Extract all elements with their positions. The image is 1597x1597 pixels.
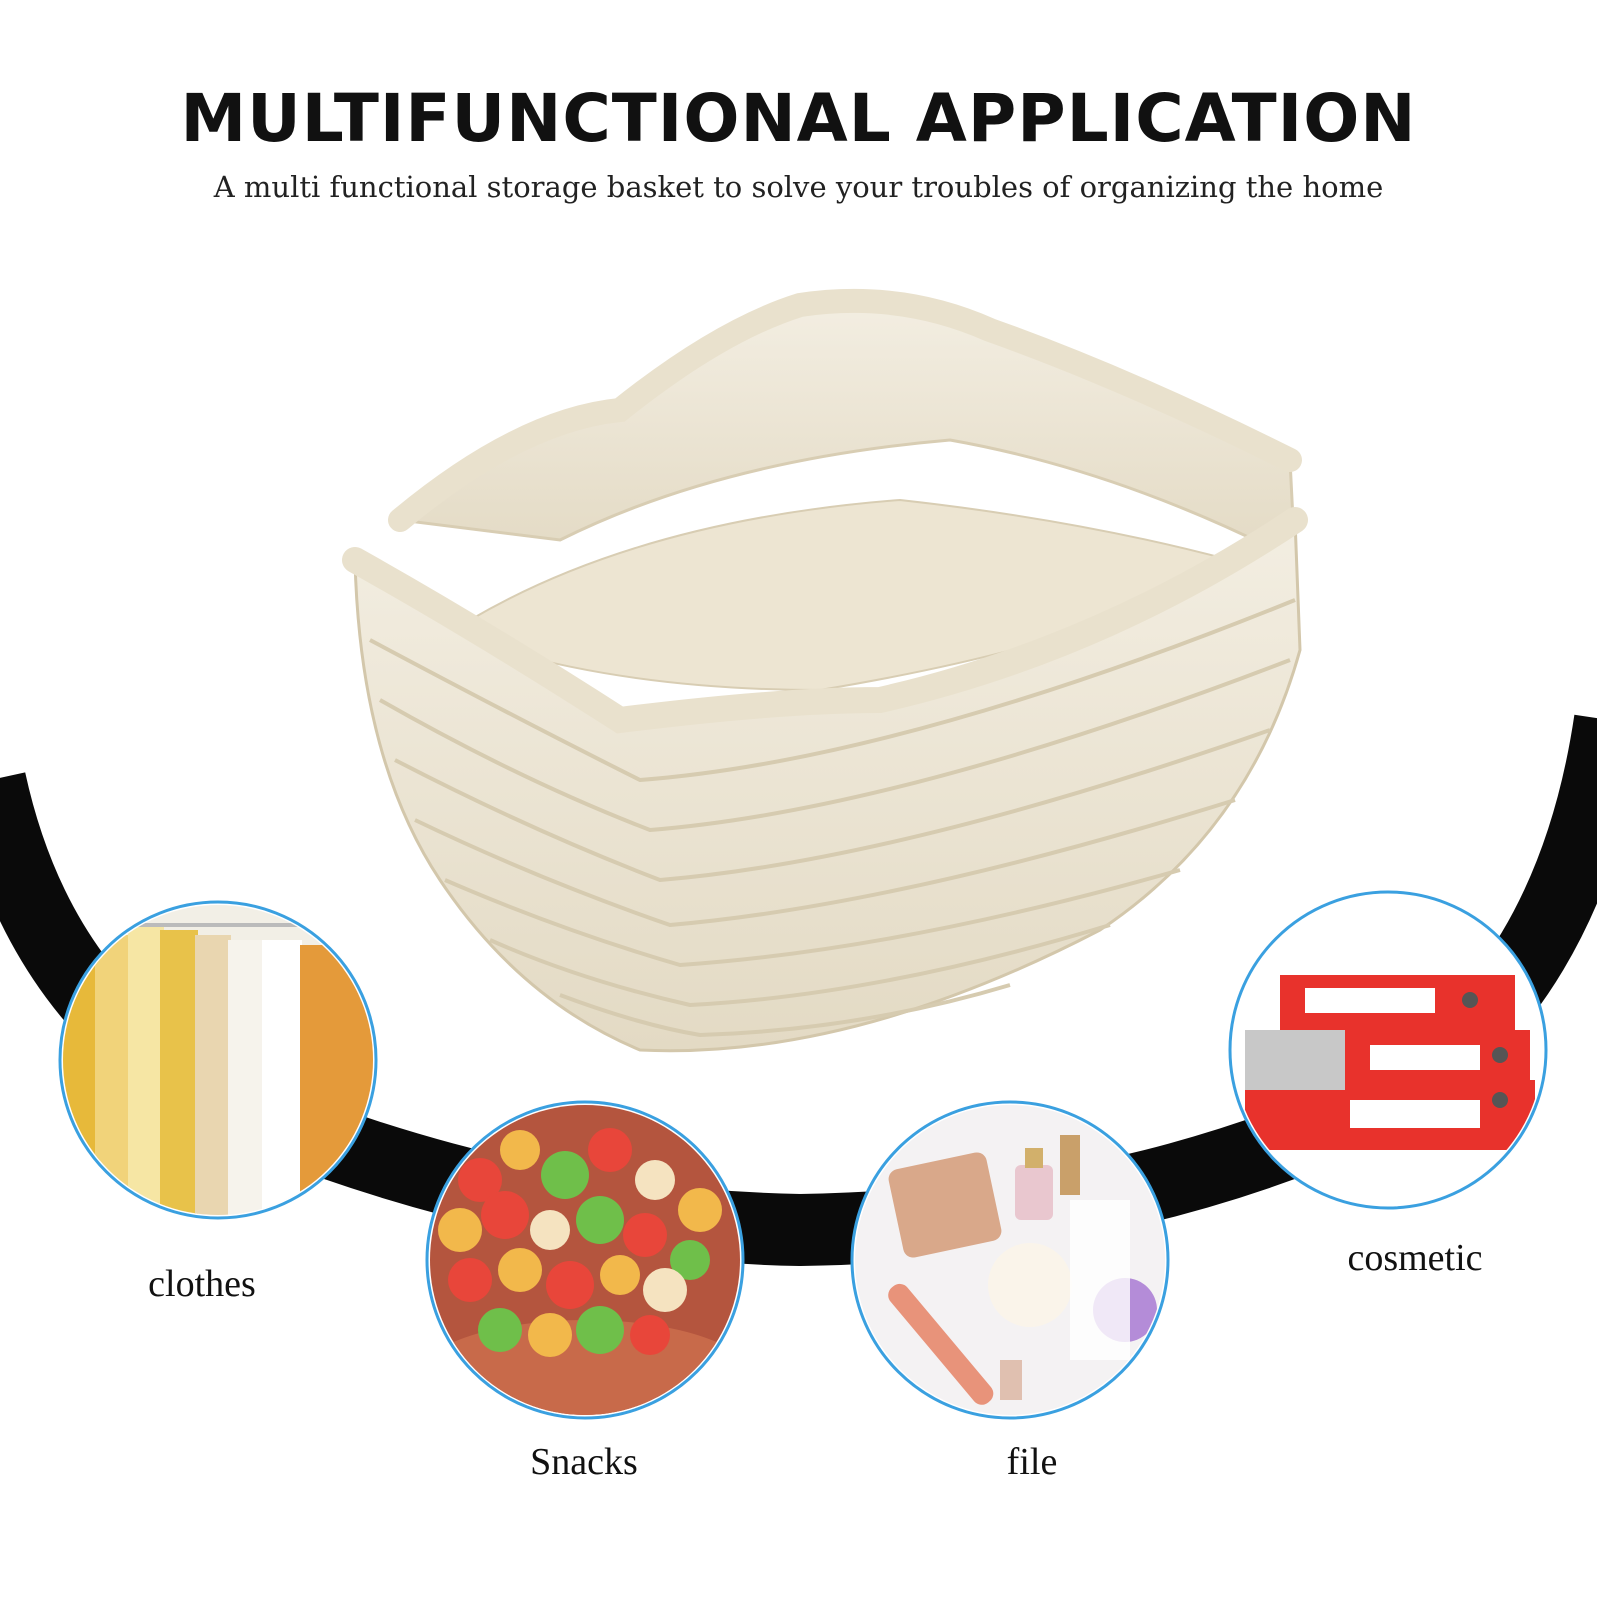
snacks-image (425, 1100, 745, 1420)
page-title: MULTIFUNCTIONAL APPLICATION (180, 80, 1417, 157)
page-subtitle: A multi functional storage basket to sol… (213, 170, 1384, 204)
cosmetic-image (1228, 890, 1548, 1210)
use-label-cosmetic: cosmetic (1347, 1237, 1483, 1279)
use-label-snacks: Snacks (530, 1441, 638, 1483)
clothes-image (58, 900, 378, 1220)
basket-image (342, 288, 1308, 1053)
use-label-file: file (1006, 1441, 1058, 1483)
use-label-clothes: clothes (148, 1263, 256, 1305)
file-image (850, 1100, 1170, 1420)
